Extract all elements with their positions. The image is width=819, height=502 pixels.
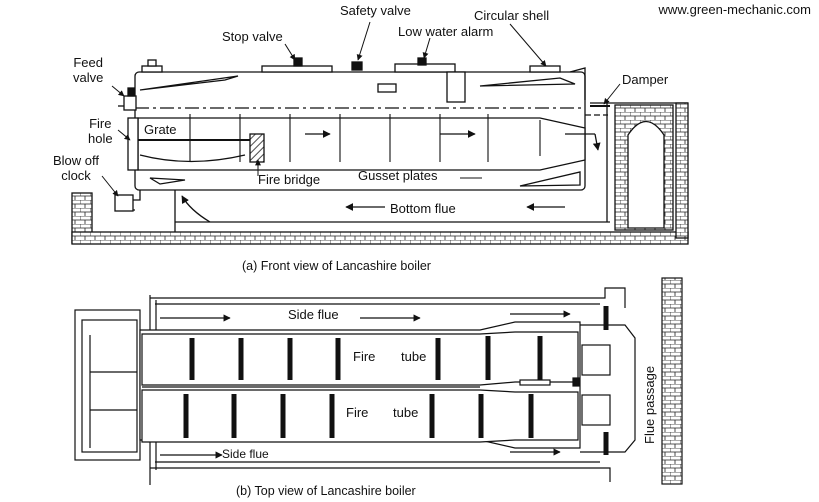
furnace-tube [137,117,586,171]
fire-hole-label-line2: hole [88,131,113,146]
feed-valve-label: Feed valve [73,55,103,85]
safety-valve-label: Safety valve [340,3,411,18]
flue-passage-label: Flue passage [642,365,657,444]
chimney-arch-opening [627,120,665,229]
fire-hole-label-line1: Fire [89,116,112,131]
top-view [74,277,683,485]
fire-hole-door [127,117,139,171]
side-flue-bottom-wall [150,467,611,482]
manhole-front [141,65,163,73]
feed-valve-label-line1: Feed [73,55,103,70]
feed-valve-label-line2: valve [73,70,104,85]
grate-label: Grate [144,122,177,137]
gusset-plate-right-top [479,77,576,87]
front-view [71,21,689,245]
flue-passage-brickwork [661,277,683,485]
damper-label: Damper [622,72,669,87]
circular-shell-label: Circular shell [474,8,550,23]
side-flue-bottom-label: Side flue [222,447,269,461]
gusset-plate-bottom-left [149,177,186,185]
safety-valve [351,61,363,71]
top-view-caption: (b) Top view of Lancashire boiler [236,484,416,498]
blow-off-label-line1: Blow off [53,153,100,168]
fire-tube-lower-label-a: Fire [346,405,369,420]
fire-bridge-label: Fire bridge [258,172,321,187]
feed-valve [123,95,137,111]
stop-valve-label: Stop valve [222,29,283,44]
blow-off-label-line2: clock [61,168,91,183]
front-view-caption: (a) Front view of Lancashire boiler [242,259,431,273]
fire-tube-lower-label-b: tube [393,405,419,420]
gusset-plate-left [139,75,239,91]
bottom-brick-floor [71,231,689,245]
fire-hole-label: Fire hole [88,116,113,146]
right-brick-wall [675,102,689,239]
blow-off-cock-label: Blow off clock [53,153,99,183]
fire-tube-upper-label-a: Fire [353,349,376,364]
stop-valve [261,65,333,73]
end-chamber [580,324,636,453]
website-watermark: www.green-mechanic.com [658,2,811,17]
bottom-flue-label: Bottom flue [390,201,456,216]
fire-bridge [249,133,265,163]
fire-tube-upper-label-b: tube [401,349,427,364]
low-water-alarm-label: Low water alarm [398,24,494,39]
fire-tube-lower [141,389,579,443]
side-flue-top-label: Side flue [288,307,339,322]
gusset-plate-right-bottom [519,171,581,187]
side-flue-top-wall [150,287,626,308]
gusset-plates-label: Gusset plates [358,168,438,183]
